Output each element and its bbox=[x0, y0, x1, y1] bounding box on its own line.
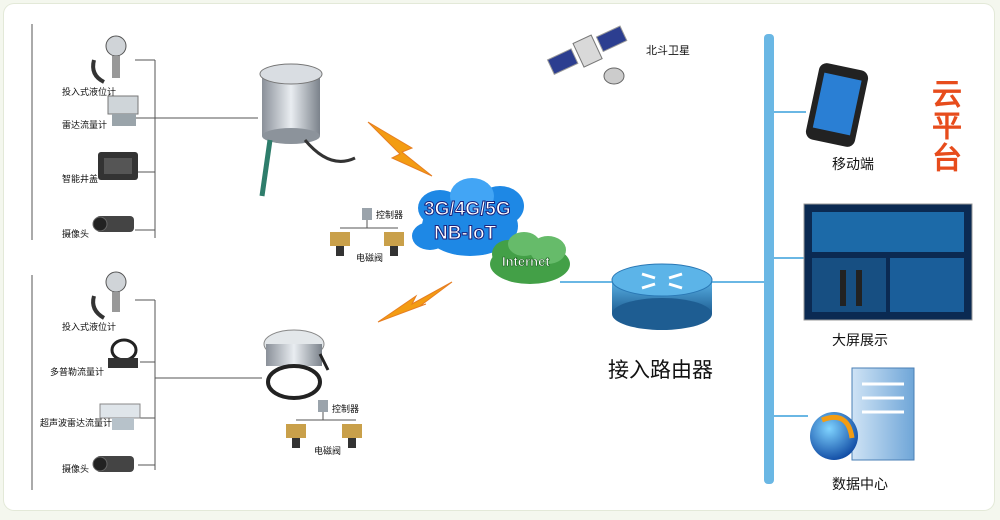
big-screen-label: 大屏展示 bbox=[832, 333, 888, 349]
device-label: 摄像头 bbox=[62, 230, 90, 240]
level-gauge-icon-bottom bbox=[91, 271, 127, 320]
bottom-group-bracket bbox=[31, 275, 262, 490]
controller-label: 控制器 bbox=[376, 211, 404, 221]
big-screen-icon bbox=[803, 203, 973, 321]
rtu-bottom-icon bbox=[263, 329, 330, 400]
lightning-top-icon bbox=[367, 121, 433, 177]
data-center-label: 数据中心 bbox=[832, 477, 888, 493]
valve-label: 电磁阀 bbox=[314, 447, 342, 457]
mobile-label: 移动端 bbox=[832, 157, 874, 173]
device-label: 智能井盖 bbox=[62, 175, 99, 185]
valve-label: 电磁阀 bbox=[356, 254, 384, 264]
satellite-label: 北斗卫星 bbox=[646, 44, 690, 57]
rtu-top-icon bbox=[259, 63, 356, 197]
lightning-bottom-icon bbox=[377, 281, 453, 323]
device-label: 雷达流量计 bbox=[62, 121, 108, 131]
router-icon bbox=[611, 263, 713, 330]
camera-icon-bottom bbox=[92, 456, 134, 472]
ultrasonic-radar-icon bbox=[99, 403, 141, 430]
data-center-icon bbox=[810, 367, 915, 461]
cloud-platform-title: 云平台 bbox=[926, 78, 961, 174]
device-label: 摄像头 bbox=[62, 465, 90, 475]
cloud-line1-label: 3G/4G/5G bbox=[424, 199, 512, 221]
doppler-flowmeter-icon bbox=[108, 338, 138, 368]
internet-label: Internet bbox=[502, 254, 550, 270]
platform-bus bbox=[764, 34, 774, 484]
satellite-icon bbox=[546, 25, 628, 85]
radar-flowmeter-icon-top bbox=[107, 95, 139, 126]
camera-icon-top bbox=[92, 216, 134, 232]
device-label: 投入式液位计 bbox=[62, 323, 117, 333]
internet-cloud-icon bbox=[490, 232, 570, 284]
controller-valves-top bbox=[330, 208, 404, 256]
level-gauge-icon-top bbox=[91, 35, 127, 84]
top-group-bracket bbox=[31, 24, 258, 240]
cellular-cloud-icon bbox=[412, 178, 524, 256]
smart-manhole-icon-top bbox=[98, 152, 138, 180]
device-label: 投入式液位计 bbox=[62, 88, 117, 98]
controller-valves-bottom bbox=[286, 400, 362, 448]
mobile-phone-icon bbox=[805, 63, 869, 147]
device-label: 超声波雷达流量计 bbox=[40, 419, 113, 429]
cloud-line2-label: NB-IoT bbox=[433, 223, 497, 245]
device-label: 多普勒流量计 bbox=[50, 368, 105, 378]
router-label: 接入路由器 bbox=[608, 358, 713, 382]
controller-label: 控制器 bbox=[332, 405, 360, 415]
